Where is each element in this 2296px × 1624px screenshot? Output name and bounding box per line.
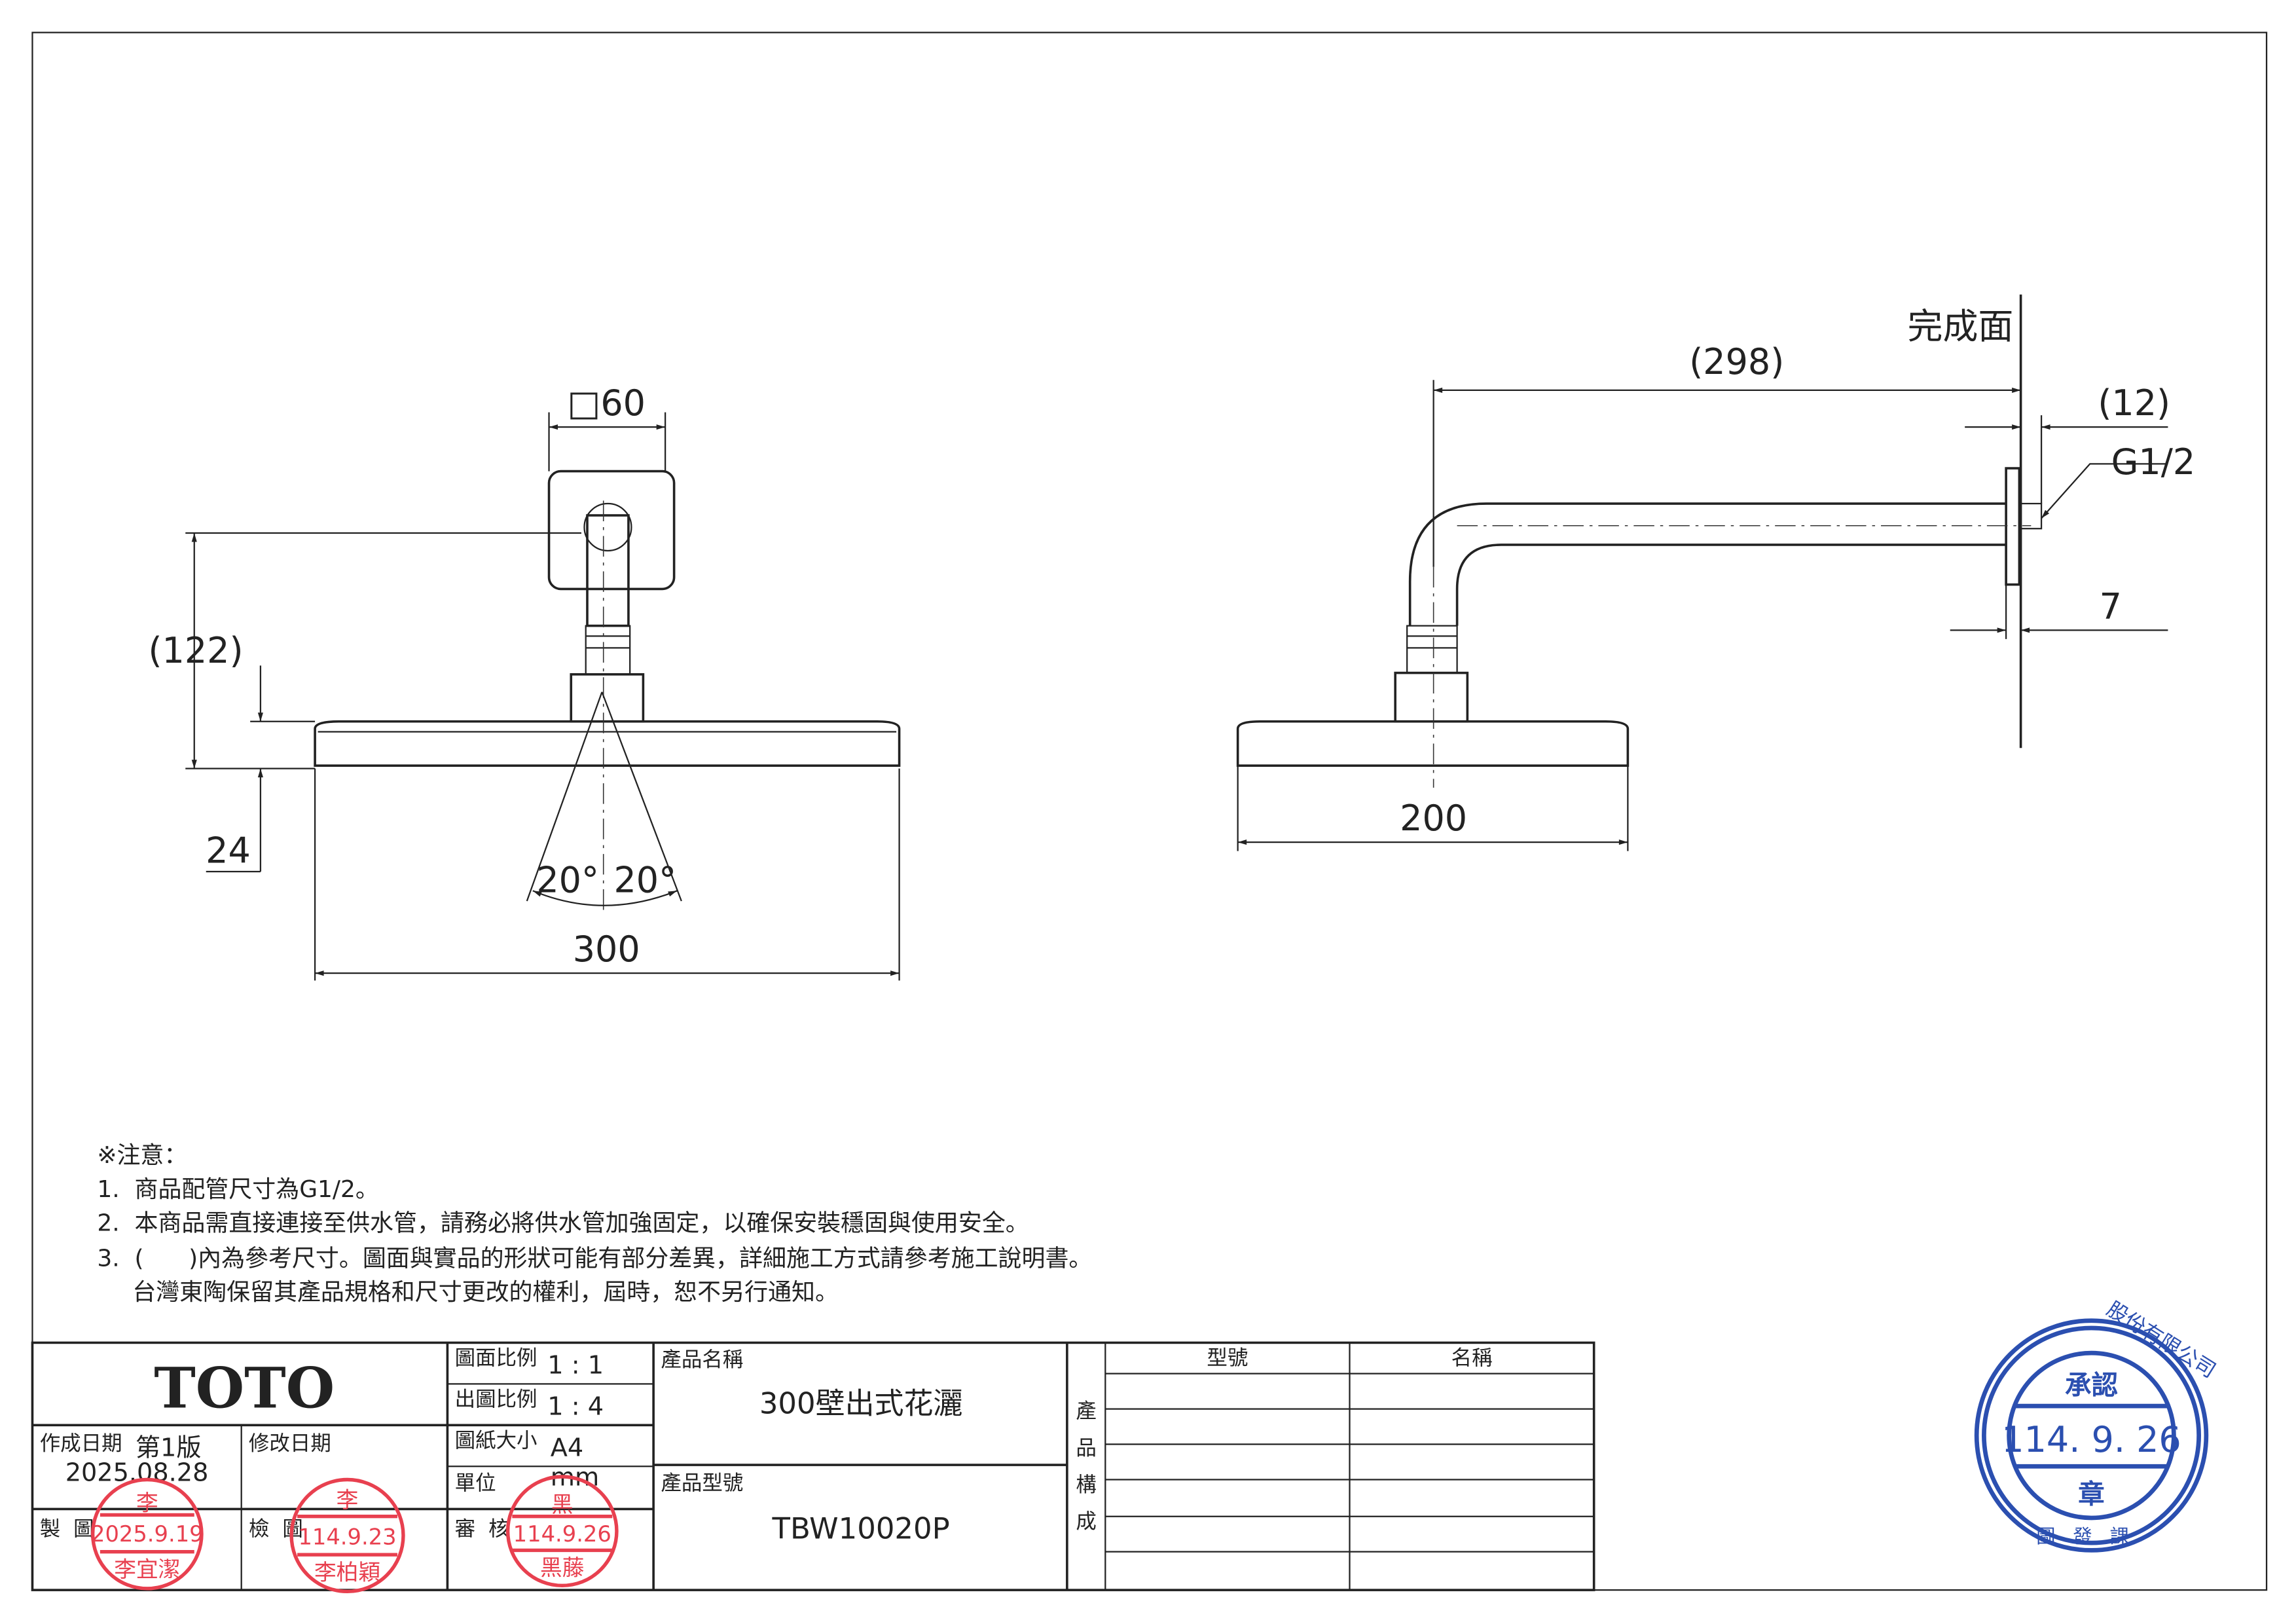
finish-surface-label: 完成面 [1908,306,2014,347]
scale-value: 1 : 1 [547,1352,604,1380]
note-2: 2. 本商品需直接連接至供水管，請務必將供水管加強固定，以確保安裝穩固與使用安全… [97,1210,1029,1237]
ball-joint [1406,625,1458,674]
height-dim-label: (122) [148,630,243,671]
shower-arm [1408,502,2007,626]
notes-title: ※注意： [97,1142,187,1169]
notes: ※注意： 1. 商品配管尺寸為G1/2。 2. 本商品需直接連接至供水管，請務必… [97,1142,1092,1306]
head-width-label: 200 [1400,798,1467,839]
print-scale-value: 1 : 4 [547,1393,604,1422]
front-view: 20° 20° □60 (122) 24 300 [148,382,901,981]
svg-text:章: 章 [2078,1478,2104,1509]
composition-label-1: 產 [1076,1399,1096,1423]
svg-text:2025.9.19: 2025.9.19 [91,1521,204,1547]
shower-arm [586,514,630,627]
product-code: TBW10020P [771,1511,949,1545]
connector [1394,671,1469,723]
connector [570,673,645,723]
unit-label: 單位 [455,1471,496,1495]
svg-text:114.9.26: 114.9.26 [513,1521,611,1547]
print-scale-label: 出圖比例 [455,1388,538,1411]
wall-flange [2005,467,2021,586]
approval-stamp: 股份有限公司 承認 114. 9. 26 章 圖發課 [1974,1297,2220,1553]
arm-length-label: (298) [1689,341,1784,382]
ball-joint [585,625,631,675]
wall-flange [547,470,676,591]
composition-label-4: 成 [1076,1510,1096,1534]
toto-logo: TOTO [154,1356,335,1421]
svg-text:114. 9. 26: 114. 9. 26 [2001,1419,2181,1460]
note-1: 1. 商品配管尺寸為G1/2。 [97,1176,379,1203]
svg-text:李柏穎: 李柏穎 [314,1559,380,1585]
created-date-label: 作成日期 [40,1432,122,1456]
reviewed-by-label: 審 核 [455,1517,509,1541]
paper-size-label: 圖紙大小 [455,1429,538,1452]
drawn-by-stamp: 李 2025.9.19 李宜潔 [90,1477,204,1591]
thread-label: G1/2 [2111,441,2196,483]
drawn-by-label: 製 圖 [40,1517,94,1541]
svg-text:李: 李 [337,1487,359,1513]
sheet-border [31,31,2268,1591]
composition-label-3: 構 [1076,1473,1096,1496]
svg-text:圖發課: 圖發課 [2036,1525,2147,1547]
product-code-label: 產品型號 [661,1471,743,1495]
checked-by-stamp: 李 114.9.23 李柏穎 [289,1477,405,1594]
square-dim-label: □60 [567,382,646,424]
svg-text:黑: 黑 [551,1492,574,1517]
arm-elbow [583,502,632,552]
composition-label-2: 品 [1076,1436,1096,1460]
width-dim-label: 300 [573,929,640,970]
edition: 第1版 [136,1434,202,1463]
note-3: 3. ( )內為參考尺寸。圖面與實品的形狀可能有部分差異，詳細施工方式請參考施工… [97,1246,1092,1272]
thread-nut [2020,502,2043,530]
svg-text:李宜潔: 李宜潔 [114,1557,180,1582]
shower-head [1236,720,1630,767]
svg-text:114.9.23: 114.9.23 [298,1524,396,1549]
svg-text:承認: 承認 [2065,1369,2118,1401]
thickness-dim-label: 24 [206,830,251,872]
name-column-header: 名稱 [1451,1346,1493,1370]
note-4: 台灣東陶保留其產品規格和尺寸更改的權利，屆時，恕不另行通知。 [132,1279,839,1306]
svg-text:黑藤: 黑藤 [540,1555,584,1581]
product-name-label: 產品名稱 [661,1348,743,1371]
flange-offset-label: (12) [2098,382,2170,424]
side-view: (298) 完成面 (12) G1/2 7 200 [1236,294,2196,851]
flange-thickness-label: 7 [2100,585,2122,627]
product-name: 300壁出式花灑 [759,1386,963,1420]
created-date: 2025.08.28 [65,1459,209,1488]
shower-head [314,720,901,767]
scale-label: 圖面比例 [455,1346,538,1370]
paper-size-value: A4 [551,1434,583,1463]
model-column-header: 型號 [1207,1346,1248,1370]
svg-text:李: 李 [136,1490,158,1516]
angle-left-label: 20° [536,860,599,901]
reviewed-by-stamp: 黑 114.9.26 黑藤 [505,1475,619,1588]
svg-text:股份有限公司: 股份有限公司 [2102,1297,2219,1383]
revised-date-label: 修改日期 [249,1432,331,1456]
angle-right-label: 20° [613,860,676,901]
title-block: TOTO 作成日期 第1版 2025.08.28 修改日期 製 圖 檢 圖 審 … [31,1341,1595,1591]
